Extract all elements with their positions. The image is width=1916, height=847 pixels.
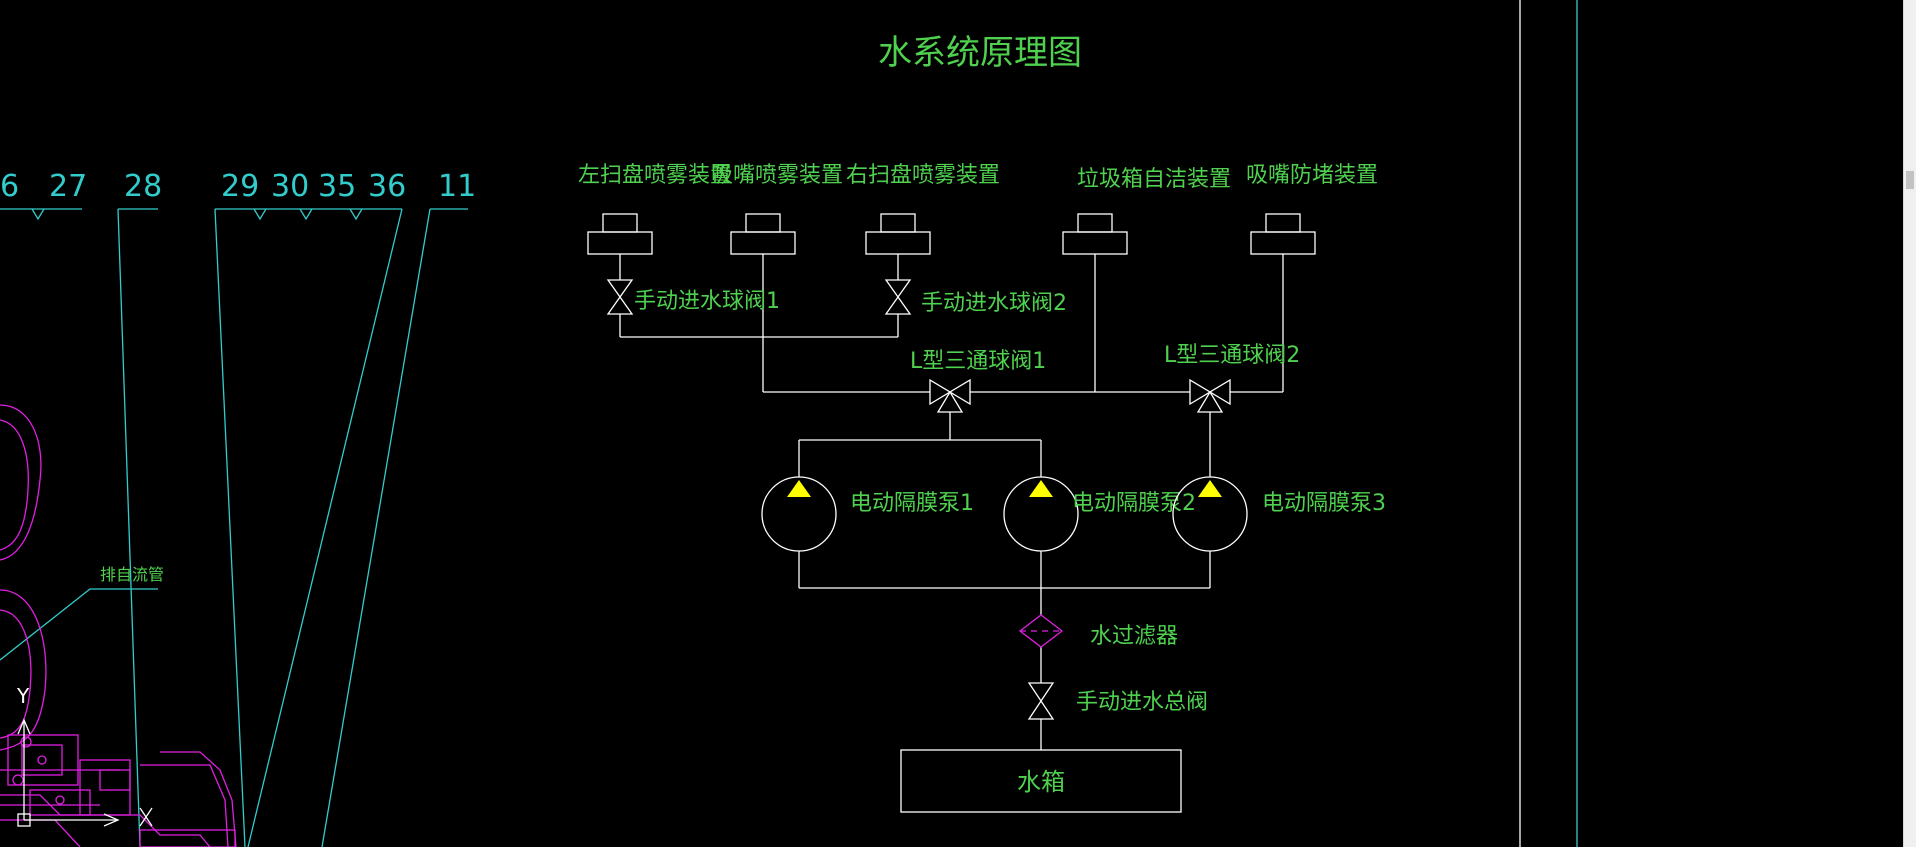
pump-1-symbol — [761, 476, 837, 552]
pump-2-symbol — [1003, 476, 1079, 552]
l-valve-1-label: L型三通球阀1 — [910, 349, 1046, 374]
device-label-right-sweep: 右扫盘喷雾装置 — [846, 163, 1000, 188]
water-system-diagram: 水系统原理图 左扫盘喷雾装置 吸嘴喷雾装置 右扫盘喷雾装置 垃圾箱自洁装置 吸嘴… — [578, 33, 1386, 813]
part-number-6: 6 — [0, 169, 19, 204]
part-number-27: 27 — [49, 169, 87, 204]
device-label-nozzle-anticlog: 吸嘴防堵装置 — [1246, 163, 1378, 188]
part-number-28: 28 — [124, 169, 162, 204]
l-valve-2-symbol — [1189, 378, 1231, 413]
device-label-nozzle-spray: 吸嘴喷雾装置 — [711, 163, 843, 188]
vertical-scrollbar[interactable] — [1903, 0, 1916, 847]
part-number-11: 11 — [438, 169, 476, 204]
piping — [619, 254, 1284, 750]
pump-1-label: 电动隔膜泵1 — [850, 491, 974, 516]
part-number-36: 36 — [368, 169, 406, 204]
part-number-35: 35 — [318, 169, 356, 204]
water-tank — [900, 749, 1182, 813]
water-filter-symbol — [1018, 614, 1064, 648]
manual-valve-2-label: 手动进水球阀2 — [921, 291, 1067, 316]
part-number-29: 29 — [221, 169, 259, 204]
spray-device-5 — [1250, 213, 1316, 255]
manual-valve-2-symbol — [884, 279, 912, 315]
device-label-left-sweep: 左扫盘喷雾装置 — [578, 163, 732, 188]
spray-device-1 — [587, 213, 653, 255]
axis-label-y: Y — [16, 684, 30, 708]
pump-3-label: 电动隔膜泵3 — [1262, 491, 1386, 516]
pump-3-symbol — [1172, 476, 1248, 552]
part-number-30: 30 — [271, 169, 309, 204]
device-label-dustbin-clean: 垃圾箱自洁装置 — [1077, 167, 1231, 192]
main-valve-label: 手动进水总阀 — [1076, 690, 1208, 715]
spray-device-4 — [1062, 213, 1128, 255]
leader-lines — [0, 208, 468, 847]
pump-2-label: 电动隔膜泵2 — [1072, 491, 1196, 516]
l-valve-2-label: L型三通球阀2 — [1164, 343, 1300, 368]
callout-label: 排自流管 — [100, 565, 164, 584]
water-filter-label: 水过滤器 — [1090, 624, 1178, 649]
water-tank-label: 水箱 — [1017, 768, 1065, 796]
diagram-title: 水系统原理图 — [878, 33, 1082, 73]
mechanical-outline — [0, 404, 237, 847]
main-valve-symbol — [1027, 682, 1055, 720]
l-valve-1-symbol — [929, 378, 971, 413]
manual-valve-1-symbol — [606, 279, 634, 315]
left-drawing: 6 27 28 29 30 35 36 11 排自流管 — [0, 169, 476, 847]
ucs-axis-icon — [17, 718, 153, 827]
spray-device-3 — [865, 213, 931, 255]
manual-valve-1-label: 手动进水球阀1 — [634, 289, 780, 314]
scrollbar-thumb[interactable] — [1906, 171, 1914, 189]
spray-device-2 — [730, 213, 796, 255]
